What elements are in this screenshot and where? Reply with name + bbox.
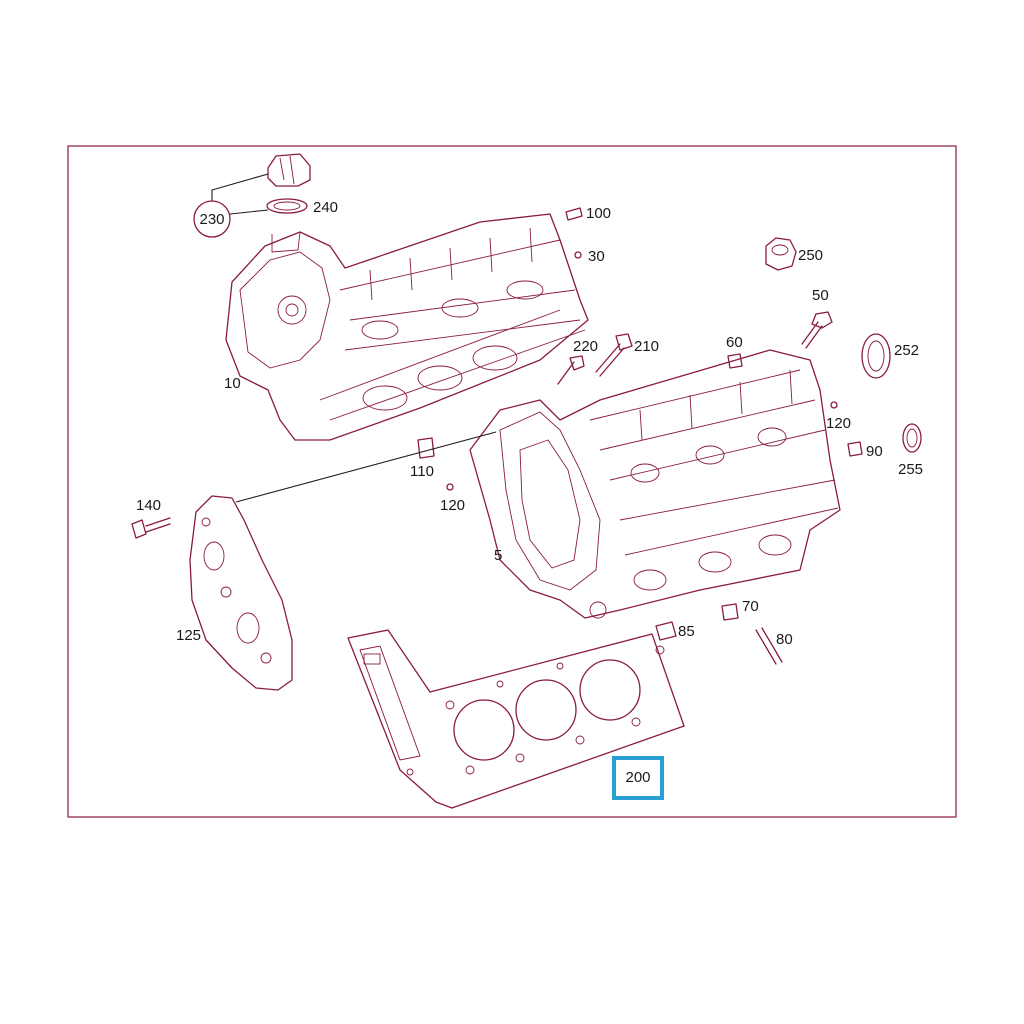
callout-120-right[interactable]: 120 [826, 415, 851, 432]
svg-text:200: 200 [625, 769, 650, 786]
callout-255[interactable]: 255 [898, 461, 923, 478]
head-gasket[interactable] [347, 629, 685, 809]
leader-110 [235, 431, 497, 503]
seal-ring-255[interactable] [902, 423, 922, 453]
sleeve-70[interactable] [721, 603, 739, 621]
callout-60[interactable]: 60 [726, 334, 743, 351]
plug-120-right[interactable] [830, 401, 838, 409]
callout-50[interactable]: 50 [812, 287, 829, 304]
callout-200-highlighted[interactable]: 200 [612, 756, 664, 800]
oil-filler-cap[interactable] [267, 153, 311, 187]
callout-252[interactable]: 252 [894, 342, 919, 359]
callout-210[interactable]: 210 [634, 338, 659, 355]
plug-120-left[interactable] [446, 483, 454, 491]
leader-230 [211, 173, 269, 204]
sleeve-110[interactable] [417, 437, 435, 459]
bolt-220[interactable] [557, 355, 585, 385]
callout-90[interactable]: 90 [866, 443, 883, 460]
svg-text:230: 230 [199, 211, 224, 228]
bolt-210[interactable] [595, 333, 633, 377]
timing-cover-plate[interactable] [189, 495, 293, 691]
callout-5[interactable]: 5 [494, 547, 502, 564]
callout-120-left[interactable]: 120 [440, 497, 465, 514]
callout-125[interactable]: 125 [176, 627, 201, 644]
oil-cap-seal-ring[interactable] [266, 198, 308, 214]
seal-ring-252[interactable] [861, 333, 891, 379]
callout-240[interactable]: 240 [313, 199, 338, 216]
callout-30[interactable]: 30 [588, 248, 605, 265]
diagram-frame [67, 145, 957, 818]
callout-220[interactable]: 220 [573, 338, 598, 355]
callout-230[interactable]: 230 [193, 200, 231, 238]
callout-10[interactable]: 10 [224, 375, 241, 392]
sleeve-60[interactable] [727, 353, 743, 369]
sealing-cap-250[interactable] [765, 237, 797, 271]
bolt-140[interactable] [131, 517, 171, 539]
sleeve-85[interactable] [655, 621, 677, 641]
callout-70[interactable]: 70 [742, 598, 759, 615]
bolt-50[interactable] [801, 311, 833, 349]
cylinder-head-right[interactable] [469, 349, 841, 619]
callout-85[interactable]: 85 [678, 623, 695, 640]
callout-140[interactable]: 140 [136, 497, 161, 514]
plug-30[interactable] [574, 251, 582, 259]
callout-250[interactable]: 250 [798, 247, 823, 264]
callout-100[interactable]: 100 [586, 205, 611, 222]
stud-80[interactable] [755, 627, 783, 665]
callout-80[interactable]: 80 [776, 631, 793, 648]
cylinder-head-left[interactable] [225, 213, 589, 441]
callout-110[interactable]: 110 [410, 463, 434, 480]
leader-230-seal [229, 209, 269, 215]
dowel-pin-100[interactable] [565, 207, 583, 221]
sleeve-90[interactable] [847, 441, 863, 457]
